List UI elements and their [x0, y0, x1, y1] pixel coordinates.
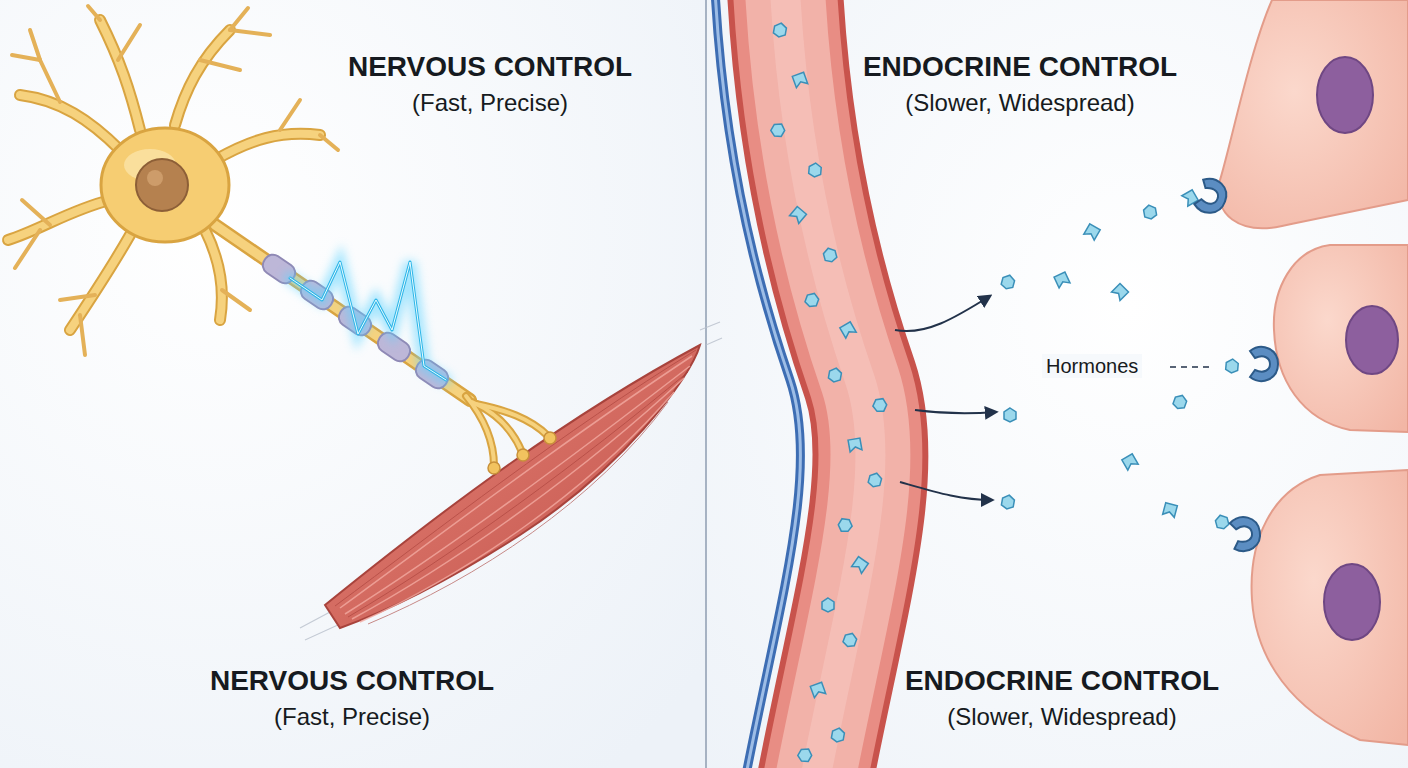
panel-title: ENDOCRINE CONTROL: [905, 666, 1219, 697]
panel-divider: [705, 0, 707, 768]
target-cells: [1193, 0, 1408, 745]
hormone-molecules: [1000, 190, 1238, 531]
callout-label: Hormones: [1042, 354, 1142, 378]
axon-terminal: [466, 396, 556, 474]
blood-vessel: [715, 0, 871, 768]
panel-subtitle: (Fast, Precise): [274, 704, 430, 730]
panel-title: ENDOCRINE CONTROL: [863, 52, 1177, 83]
panel-title: NERVOUS CONTROL: [210, 666, 494, 697]
panel-subtitle: (Slower, Widespread): [947, 704, 1176, 730]
muscle-fiber: [300, 322, 722, 640]
hormone-molecules: [769, 22, 888, 764]
panel-subtitle: (Fast, Precise): [412, 90, 568, 116]
panel-subtitle: (Slower, Widespread): [905, 90, 1134, 116]
panel-title: NERVOUS CONTROL: [348, 52, 632, 83]
release-arrows: [895, 296, 996, 500]
leader-line: [1170, 366, 1214, 368]
